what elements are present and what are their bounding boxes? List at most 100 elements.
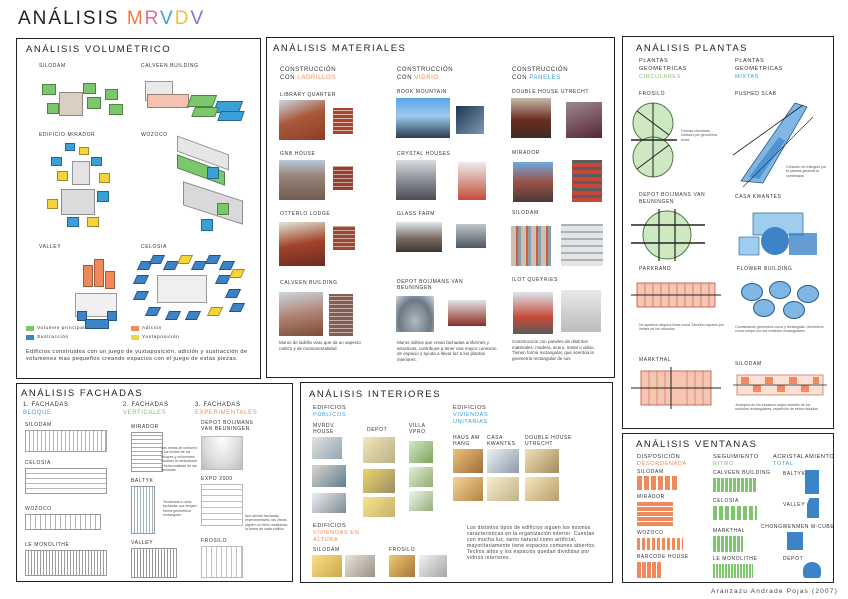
vent-label-silodam: SILODAM <box>637 469 664 475</box>
photo-int-vpro-2 <box>409 467 433 487</box>
photo-int-haus-1 <box>453 449 483 473</box>
photo-int-haus-2 <box>453 477 483 501</box>
fachadas-note-2: Tendencia a crear fachadas que tengan fo… <box>163 500 197 518</box>
fachadas-note-1: Las líneas de contorno y los límites de … <box>161 446 198 473</box>
mat-label-crystal-houses: CRYSTAL HOUSES <box>397 151 451 157</box>
photo-int-double-1 <box>525 449 559 473</box>
panel-title: ANÁLISIS VOLUMÉTRICO <box>26 44 172 55</box>
elevation-valley <box>131 548 177 578</box>
elevation-expo <box>201 484 243 526</box>
ventanas-col3-a: ACRISTALAMIENTO <box>773 454 835 460</box>
photo-ilot-queyries <box>513 292 553 334</box>
plantas-label-parkrand: PARKRAND <box>639 266 672 272</box>
window-calveen <box>713 478 757 492</box>
fach-label-valley: VALLEY <box>131 540 154 546</box>
photo-int-kwantes-2 <box>487 477 519 501</box>
elevation-monolithe <box>25 550 107 576</box>
interiores-g2-a: EDIFICIOS <box>453 405 487 411</box>
interiores-g3-b: VIVIENDAS EN <box>313 530 360 536</box>
plantas-col1-c: CIRCULARES <box>639 74 682 80</box>
label-calveen: CALVEEN BUILDING <box>141 63 199 69</box>
elevation-frosilo <box>201 546 243 578</box>
depot-plan-diagram <box>631 209 705 261</box>
author-credit: Aranzazu Andrade Pojas (2007) <box>711 588 838 595</box>
label-silodam: SILODAM <box>39 63 66 69</box>
title-letter: M <box>126 8 145 29</box>
photo-otterlo-lodge <box>279 222 325 266</box>
photo-double-house-detail <box>566 102 602 138</box>
plantas-col2-b: GEOMÉTRICAS <box>735 66 783 72</box>
ventanas-col3-b: TOTAL <box>773 461 794 467</box>
photo-book-mountain <box>396 98 450 138</box>
window-mirador <box>637 502 673 526</box>
parkrand-plan-diagram <box>631 282 721 308</box>
materiales-col2-line2: CON VIDRIO <box>397 75 439 81</box>
page-title: ANÁLISIS MRVDV <box>18 8 205 30</box>
photo-int-double-2 <box>525 477 559 501</box>
page-title-mrvdv: MRVDV <box>127 8 205 29</box>
panel-volumetrico: ANÁLISIS VOLUMÉTRICO SILODAM CALVEEN BUI… <box>16 38 261 379</box>
kwantes-plan-diagram <box>738 212 817 256</box>
legend-sustraccion: Sustracción <box>37 335 69 340</box>
photo-brick-texture <box>329 294 353 336</box>
int-label-silodam: SILODAM <box>313 547 340 553</box>
plantas-label-depot: DEPOT BOIJMANS VAN BEUNINGEN <box>639 192 706 205</box>
page-title-main: ANÁLISIS <box>18 8 120 29</box>
flower-plan-lobe <box>753 299 775 317</box>
plantas-label-flower: FLOWER BUILDING <box>737 266 793 272</box>
window-monolithe <box>713 564 753 578</box>
photo-mirador <box>513 162 553 202</box>
label-valley: VALLEY <box>39 244 62 250</box>
fach-label-celosia: CELOSIA <box>25 460 51 466</box>
photo-int-kwantes-1 <box>487 449 519 473</box>
panel-fachadas: ANÁLISIS FACHADAS 1. FACHADAS BLOQUE 2. … <box>16 383 293 582</box>
plantas-label-kwantes: CASA KWANTES <box>735 194 782 200</box>
photo-library-quarter <box>279 100 325 140</box>
celosia-cube <box>164 311 182 320</box>
photo-silodam-detail <box>561 224 603 266</box>
photo-glass-farm <box>396 222 442 252</box>
frosilo-plan-diagram <box>631 102 677 178</box>
vent-label-mirador: MIRADOR <box>637 494 665 500</box>
interiores-g3-a: EDIFICIOS <box>313 523 347 529</box>
plantas-note-flower: Combinación geometría curva y rectangula… <box>735 325 824 334</box>
photo-depot-detail <box>448 300 486 326</box>
fachadas-col2-a: 2. FACHADAS <box>123 402 169 408</box>
materiales-col1-line2: CON LADRILLOS <box>280 75 336 81</box>
fach-label-monolithe: LE MONOLITHE <box>25 542 70 548</box>
panel-title: ANÁLISIS VENTANAS <box>636 439 758 450</box>
mat-label-depot: DEPOT BOIJMANS VAN BEUNINGEN <box>397 279 464 291</box>
materiales-col2-line1: CONSTRUCCIÓN <box>397 67 454 73</box>
label-wozoco: WOZOCO <box>141 132 168 138</box>
mat-label-calveen: CALVEEN BUILDING <box>280 280 338 286</box>
photo-int-silodam-2 <box>345 555 375 577</box>
mat-label-double-house: DOUBLE HOUSE UTRECHT <box>512 89 590 95</box>
markthal-plan-diagram <box>631 367 721 409</box>
fach-label-mirador: MIRADOR <box>131 424 159 430</box>
window-valley <box>807 498 819 518</box>
plantas-label-silodam: SILODAM <box>735 361 762 367</box>
photo-int-mvrdv-3 <box>312 493 346 513</box>
legend-adicion: Adición <box>142 326 162 331</box>
photo-int-frosilo-1 <box>389 555 415 577</box>
int-label-depot: DEPOT <box>367 427 388 433</box>
plantas-label-markthal: MARKTHAL <box>639 357 672 363</box>
vent-label-calveen: CALVEEN BUILDING <box>713 470 771 476</box>
celosia-cube <box>204 255 222 264</box>
mat-label-ilot: ILOT QUEYRIES <box>512 277 559 283</box>
ventanas-col1-b: DESORDENADA <box>637 461 687 467</box>
window-wozoco <box>637 538 683 550</box>
fach-label-depot: DEPOT BOIJMANS VAN BEUNINGEN <box>201 420 254 432</box>
panel-title: ANÁLISIS MATERIALES <box>273 43 407 54</box>
interiores-text: Los distintos tipos de edificios siguen … <box>467 525 596 561</box>
int-label-frosilo: FROSILO <box>389 547 416 553</box>
photo-brick-texture <box>333 226 355 250</box>
label-mirador: EDIFICIO MIRADOR <box>39 132 96 138</box>
flower-plan-lobe <box>797 285 819 303</box>
plantas-label-frosilo: FROSILO <box>639 91 666 97</box>
elevation-celosia <box>25 468 107 494</box>
mat-label-glass-farm: GLASS FARM <box>397 211 435 217</box>
celosia-core-volume <box>157 275 207 303</box>
panel-materiales: ANÁLISIS MATERIALES CONSTRUCCIÓN CON LAD… <box>266 37 615 378</box>
vent-label-baltyk: BALTYK <box>783 471 806 477</box>
